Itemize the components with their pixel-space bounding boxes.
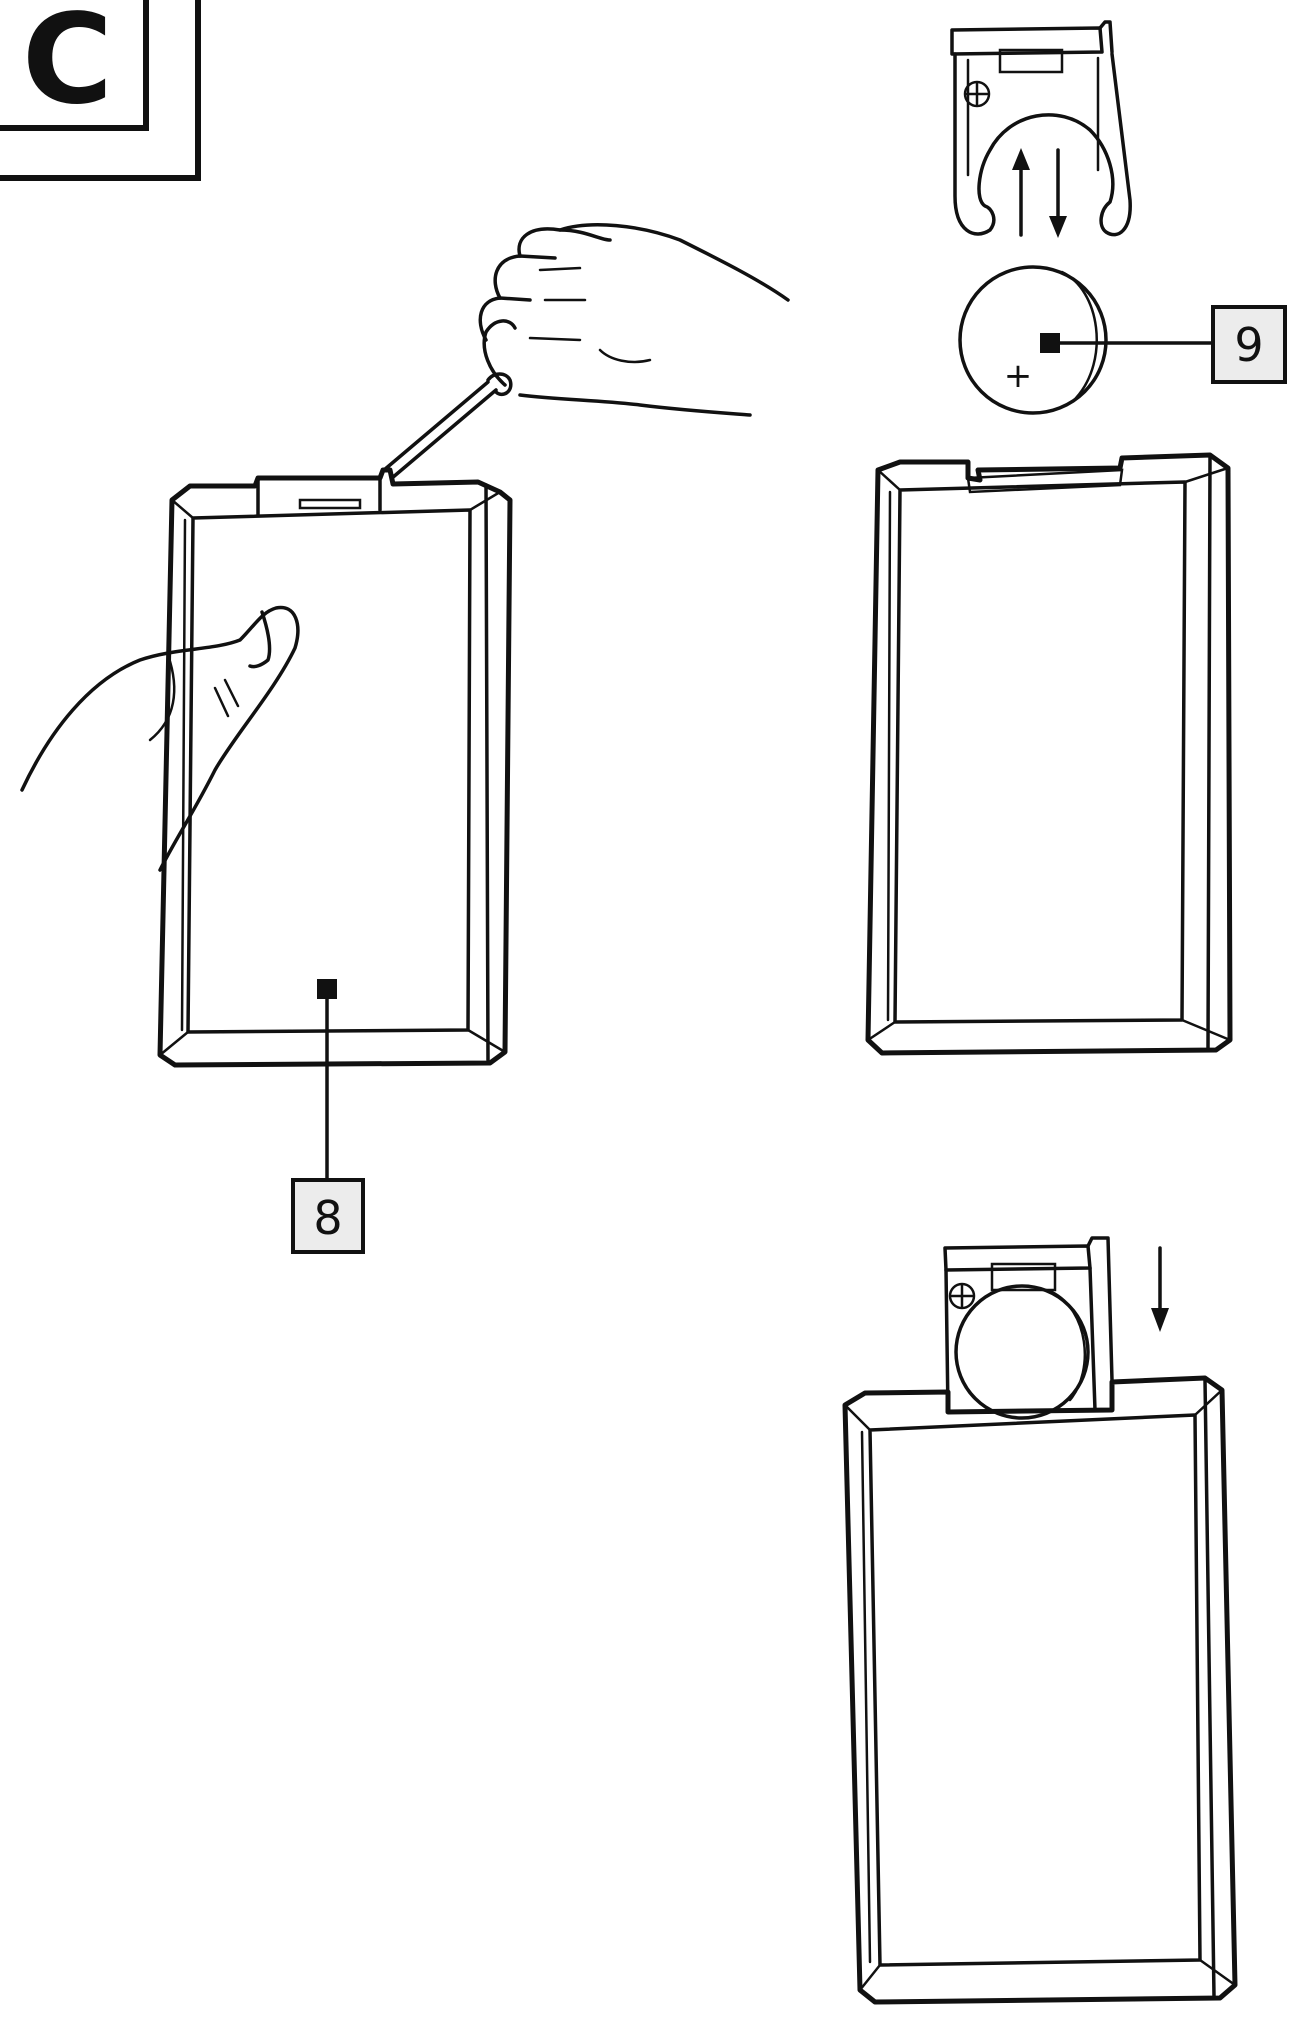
screwdriver-icon: [382, 372, 513, 480]
battery-holder-icon: [950, 20, 1132, 237]
hand-icon: [478, 223, 790, 417]
callout-9-label: 9: [1234, 318, 1263, 372]
coin-cell-battery-icon: +: [958, 265, 1215, 415]
section-letter: C: [22, 0, 113, 132]
frame-right-bottom: [842, 1375, 1238, 2005]
callout-8-label: 8: [313, 1191, 342, 1245]
callout-9: 9: [1211, 305, 1287, 384]
battery-holder-icon: [943, 1236, 1114, 1420]
frame-right-top: [865, 452, 1233, 1056]
section-marker: C: [0, 0, 201, 181]
frame-left: [157, 467, 513, 1182]
hand-icon: [20, 605, 300, 872]
callout-8: 8: [291, 1178, 365, 1254]
battery-polarity-symbol: +: [1004, 356, 1033, 396]
arrow-down-icon: [1049, 148, 1067, 238]
arrow-down-icon: [1151, 1246, 1169, 1332]
arrow-up-icon: [1012, 148, 1030, 237]
